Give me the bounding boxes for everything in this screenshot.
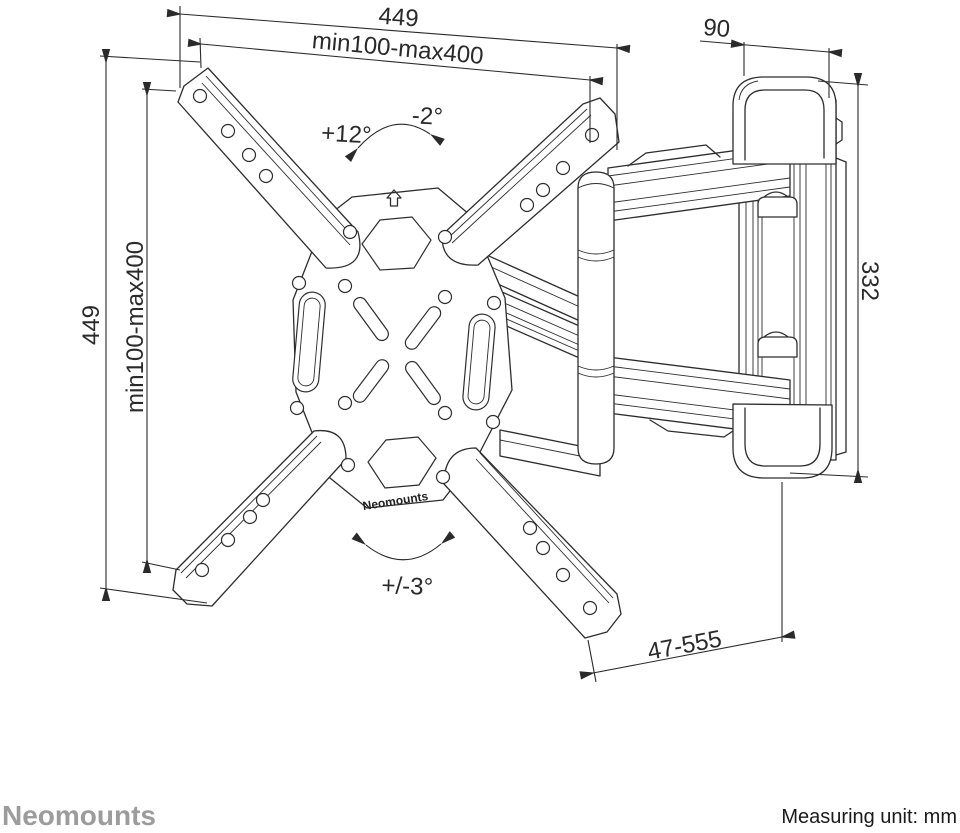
tilt-angle-annotation: +12° -2°	[321, 102, 445, 162]
swivel-label: +/-3°	[381, 572, 434, 601]
tilt-arc	[357, 123, 431, 149]
arrow-up-cutout	[386, 189, 402, 207]
wall-plate-bottom-cap	[732, 403, 833, 479]
dim-line-bracket-width	[699, 40, 830, 53]
dim-left-height-label: 449	[78, 305, 105, 345]
dim-line-top-vesa	[200, 43, 591, 81]
edge-notch-right	[462, 313, 496, 411]
vesa-arm-bottom-left	[172, 429, 347, 607]
dim-left-vesa-label: min100-max400	[122, 241, 149, 413]
dim-line-extension	[592, 636, 783, 674]
footer: Neomounts Measuring unit: mm	[2, 800, 957, 831]
edge-notch-left	[292, 291, 326, 393]
dim-extension-label: 47-555	[645, 625, 723, 665]
hex-cutout-top	[361, 216, 432, 271]
swivel-angle-annotation: +/-3°	[351, 531, 456, 601]
swivel-arc	[365, 543, 442, 561]
diag-slot-se	[405, 360, 441, 406]
vesa-arm-top-left	[177, 67, 361, 269]
wall-plate-top-cap	[732, 76, 843, 165]
dim-bracket-width-label: 90	[702, 14, 731, 43]
tilt-up-label: +12°	[321, 120, 373, 150]
pivot-hinge-column	[577, 171, 615, 465]
diag-slot-nw	[353, 296, 389, 342]
measuring-unit-label: Measuring unit: mm	[781, 806, 957, 828]
brand-logo: Neomounts	[2, 800, 156, 831]
wall-hinge-knuckles	[757, 191, 798, 358]
diag-slot-ne	[404, 306, 442, 350]
tilt-down-label: -2°	[411, 102, 443, 131]
dim-top-vesa-label: min100-max400	[311, 27, 485, 70]
dim-wall-height-label: 332	[856, 261, 883, 301]
dim-line-top-width	[179, 13, 618, 49]
dim-top-width-label: 449	[378, 3, 420, 33]
vesa-arm-bottom-right	[443, 447, 622, 639]
hex-cutout-bottom	[367, 436, 437, 489]
diag-slot-sw	[352, 359, 390, 403]
